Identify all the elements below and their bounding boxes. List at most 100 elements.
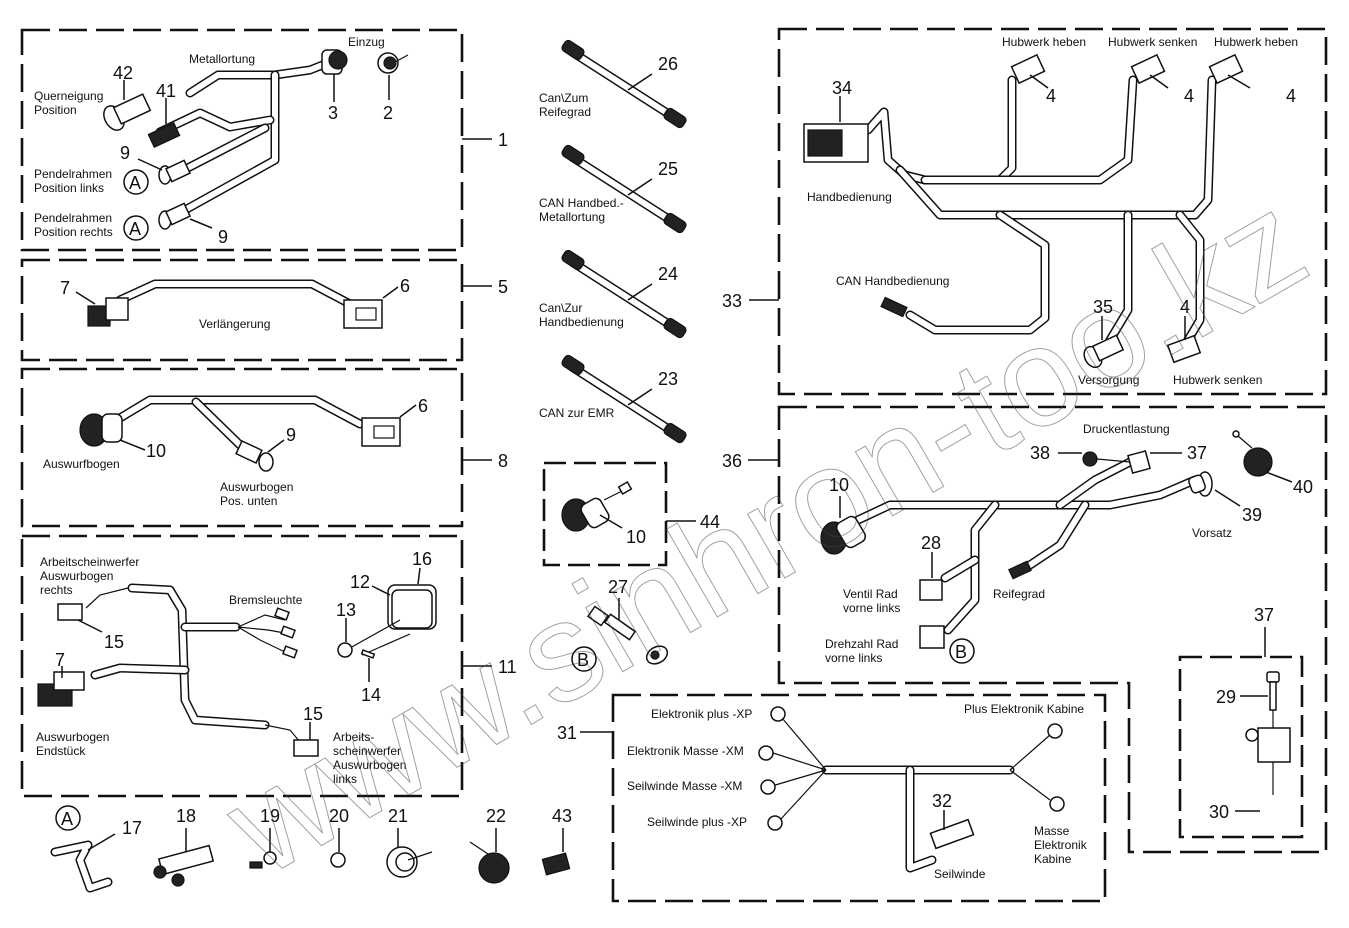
label-vorsatz: Vorsatz bbox=[1192, 526, 1232, 540]
callout-37: 37 bbox=[1254, 605, 1274, 625]
ring-terminals[interactable] bbox=[758, 706, 1065, 831]
label-arbeits: Arbeits- bbox=[333, 730, 374, 744]
connector-15-rechts[interactable] bbox=[57, 603, 83, 621]
connector-9[interactable] bbox=[235, 440, 274, 472]
part-number-30: 30 bbox=[1209, 802, 1229, 822]
part-number-9: 9 bbox=[218, 227, 228, 247]
label-einzug: Einzug bbox=[348, 35, 385, 49]
connector-4-senken-2[interactable] bbox=[1166, 334, 1202, 364]
speed-sensor-27[interactable] bbox=[586, 605, 671, 667]
label-drehzahl-rad: Drehzahl Rad bbox=[825, 637, 898, 651]
part-number-15: 15 bbox=[104, 632, 124, 652]
label-auswurbogen: Auswurbogen bbox=[220, 480, 293, 494]
part-number-7: 7 bbox=[60, 278, 70, 298]
label-hubwerk-heben: Hubwerk heben bbox=[1002, 35, 1086, 49]
screw-14[interactable] bbox=[360, 649, 376, 659]
brake-light-16[interactable] bbox=[387, 584, 437, 630]
sensor-38[interactable] bbox=[1082, 451, 1098, 467]
label-druckentlastung: Druckentlastung bbox=[1083, 422, 1170, 436]
group-31-seilwinde: 31 32 Elektronik plus -XP Elektronik Mas… bbox=[557, 693, 1107, 903]
connector-6[interactable] bbox=[361, 417, 401, 447]
terminal-pins[interactable] bbox=[274, 607, 298, 659]
connector-28-ventil[interactable] bbox=[919, 579, 943, 601]
connector-10[interactable] bbox=[820, 514, 868, 555]
callout-33: 33 bbox=[722, 291, 742, 311]
label-vorne-links: vorne links bbox=[843, 601, 900, 615]
part-number-15: 15 bbox=[303, 704, 323, 724]
cap-2[interactable] bbox=[377, 52, 409, 74]
cable-17[interactable] bbox=[50, 840, 113, 893]
part-number-10: 10 bbox=[146, 441, 166, 461]
label-can-handbedienung: CAN Handbedienung bbox=[836, 274, 949, 288]
label-auswurfbogen: Auswurfbogen bbox=[43, 457, 120, 471]
can-cable-24[interactable] bbox=[561, 249, 688, 339]
cable-label: CAN zur EMR bbox=[539, 406, 615, 420]
label-querneigung-position: Position bbox=[34, 103, 77, 117]
connector-39-vorsatz[interactable] bbox=[1188, 471, 1213, 497]
cap-40[interactable] bbox=[1232, 430, 1273, 477]
connector-10[interactable] bbox=[79, 413, 123, 447]
part-number-6: 6 bbox=[400, 276, 410, 296]
connector-9-links[interactable] bbox=[158, 159, 192, 185]
connector-3[interactable] bbox=[321, 49, 348, 75]
connector-6[interactable] bbox=[343, 299, 383, 329]
cap-22[interactable] bbox=[469, 841, 510, 884]
can-cable-23[interactable] bbox=[561, 354, 688, 444]
connector-42[interactable] bbox=[100, 93, 152, 134]
bulb-13[interactable] bbox=[337, 642, 353, 658]
can-cable-25[interactable] bbox=[561, 144, 688, 234]
connector-35-versorgung[interactable] bbox=[1081, 334, 1125, 370]
group-33-handbedienung: 33 34 4 4 4 bbox=[722, 27, 1328, 396]
callout-44: 44 bbox=[700, 512, 720, 532]
control-unit-connector-34[interactable] bbox=[803, 123, 869, 163]
connector-4-heben-1[interactable] bbox=[1010, 53, 1046, 85]
valve-plug-37[interactable] bbox=[1127, 450, 1151, 474]
connector-4-heben-2[interactable] bbox=[1208, 53, 1244, 85]
connector-4-senken-1[interactable] bbox=[1130, 53, 1166, 85]
part-number-9: 9 bbox=[120, 143, 130, 163]
clamp-19[interactable] bbox=[249, 851, 277, 869]
label-kabine: Kabine bbox=[1034, 852, 1072, 866]
connector-drehzahl[interactable] bbox=[919, 625, 945, 649]
connector-41[interactable] bbox=[147, 121, 181, 149]
connector-9-rechts[interactable] bbox=[158, 202, 192, 230]
group-37-valve-plug: 37 29 30 bbox=[1178, 605, 1304, 839]
label-hubwerk-senken: Hubwerk senken bbox=[1173, 373, 1262, 387]
part-number-4: 4 bbox=[1286, 86, 1296, 106]
connector-7-endstueck[interactable] bbox=[37, 671, 85, 707]
screw-29[interactable] bbox=[1266, 671, 1280, 711]
label-hubwerk-senken: Hubwerk senken bbox=[1108, 35, 1197, 49]
leader-line bbox=[627, 388, 653, 406]
can-connector[interactable] bbox=[880, 296, 908, 318]
cable-label: Can\Zum bbox=[539, 91, 588, 105]
label-links: links bbox=[333, 772, 357, 786]
relay-32[interactable] bbox=[929, 818, 975, 850]
can-cable-26[interactable] bbox=[561, 39, 688, 129]
clip-20[interactable] bbox=[330, 852, 346, 868]
part-number-4: 4 bbox=[1180, 297, 1190, 317]
cap-21[interactable] bbox=[386, 846, 433, 878]
group-44-frame bbox=[542, 461, 668, 567]
marker-b-circle bbox=[571, 646, 597, 672]
group-36-frame bbox=[777, 405, 1328, 854]
group-5-verlaengerung: 5 7 6 Verlängerung bbox=[20, 258, 508, 362]
marker-b-circle bbox=[949, 638, 975, 664]
connector-15-links[interactable] bbox=[293, 739, 319, 757]
label-auswurbogen-endstueck: Auswurbogen bbox=[36, 730, 109, 744]
valve-plug[interactable] bbox=[1245, 727, 1291, 763]
connector-7[interactable] bbox=[87, 297, 129, 327]
part-number-13: 13 bbox=[336, 600, 356, 620]
cable-label: Metallortung bbox=[539, 210, 605, 224]
label-masse: Masse bbox=[1034, 824, 1070, 838]
reifegrad-connector[interactable] bbox=[1008, 560, 1032, 580]
part-number-16: 16 bbox=[412, 549, 432, 569]
connector-10[interactable] bbox=[561, 481, 633, 532]
label-reifegrad: Reifegrad bbox=[993, 587, 1045, 601]
part-number-37: 37 bbox=[1187, 443, 1207, 463]
connector-43[interactable] bbox=[541, 852, 571, 876]
label-vorne-links: vorne links bbox=[825, 651, 882, 665]
distributor-18[interactable] bbox=[153, 844, 215, 887]
part-number-20: 20 bbox=[329, 806, 349, 826]
label-pendelrahmen-rechts: Pendelrahmen bbox=[34, 211, 112, 225]
